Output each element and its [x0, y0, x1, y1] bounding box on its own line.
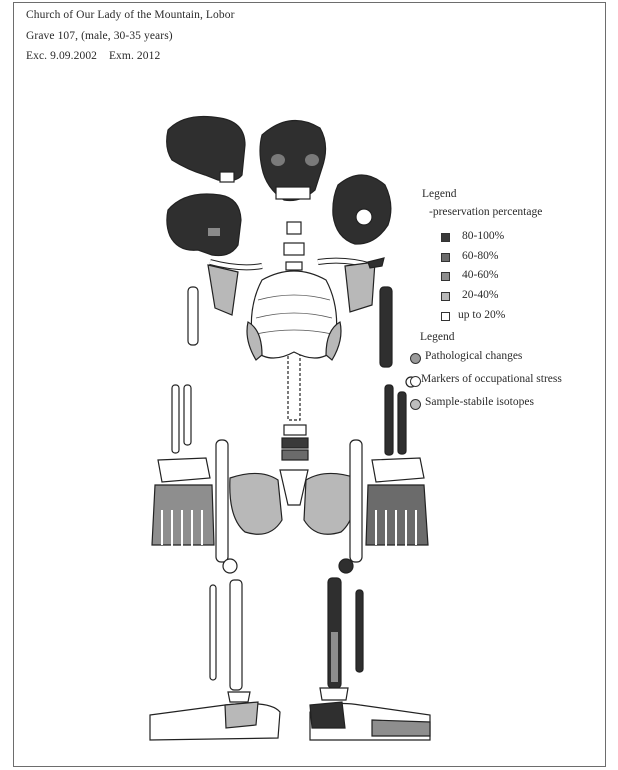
- sacrum: [280, 470, 308, 505]
- ulna-right: [184, 385, 191, 445]
- swatch-80-100: [441, 233, 450, 242]
- ulna-left: [398, 392, 406, 454]
- swatch-up-to-20: [441, 312, 450, 321]
- foot-left-tarsal: [310, 702, 345, 728]
- swatch-20-40: [441, 292, 450, 301]
- legend-preservation-title: Legend: [422, 188, 456, 200]
- legend-item-40-60: 40-60%: [462, 269, 498, 281]
- vertebra-c2: [284, 243, 304, 255]
- fibula-left: [356, 590, 363, 672]
- fibula-right: [210, 585, 216, 680]
- foot-right: [150, 704, 280, 740]
- legend-item-up-to-20: up to 20%: [458, 309, 505, 321]
- pelvis-left: [304, 473, 356, 534]
- skull-lateral-lower: [167, 194, 241, 256]
- humerus-right: [188, 287, 198, 345]
- legend-item-80-100: 80-100%: [462, 230, 504, 242]
- radius-right: [172, 385, 179, 453]
- femur-left: [350, 440, 362, 562]
- swatch-60-80: [441, 253, 450, 262]
- marker-sample-isotopes: [410, 399, 421, 410]
- carpals-right: [158, 458, 210, 482]
- ankle-left: [320, 688, 348, 700]
- legend-item-occupational-stress: Markers of occupational stress: [421, 373, 562, 385]
- vertebra-c3: [286, 262, 302, 270]
- ankle-right: [228, 692, 250, 702]
- humerus-left: [380, 287, 392, 367]
- rib-cage: [251, 271, 336, 358]
- pelvis-right: [230, 473, 282, 534]
- legend-item-60-80: 60-80%: [462, 250, 498, 262]
- legend-markers-title: Legend: [420, 331, 454, 343]
- scapula-right: [208, 265, 238, 315]
- radius-left: [385, 385, 393, 455]
- patella-right: [223, 559, 237, 573]
- legend-item-20-40: 20-40%: [462, 289, 498, 301]
- swatch-40-60: [441, 272, 450, 281]
- femur-right: [216, 440, 228, 562]
- marker-occupational-stress: [410, 376, 421, 387]
- legend-item-sample-isotopes: Sample-stabile isotopes: [425, 396, 534, 408]
- tibia-right: [230, 580, 242, 690]
- acromion-left: [368, 258, 384, 268]
- scapula-left: [345, 262, 375, 312]
- foot-right-tarsal: [225, 702, 258, 728]
- legend-preservation-subtitle: -preservation percentage: [429, 206, 542, 218]
- patella-left: [339, 559, 353, 573]
- marker-pathological: [410, 353, 421, 364]
- lumbar-3: [282, 450, 308, 460]
- carpals-left: [372, 458, 424, 482]
- vertebra-c1: [287, 222, 301, 234]
- lumbar-1: [284, 425, 306, 435]
- legend-item-pathological: Pathological changes: [425, 350, 522, 362]
- skull-lateral-upper: [167, 117, 245, 181]
- lumbar-2: [282, 438, 308, 448]
